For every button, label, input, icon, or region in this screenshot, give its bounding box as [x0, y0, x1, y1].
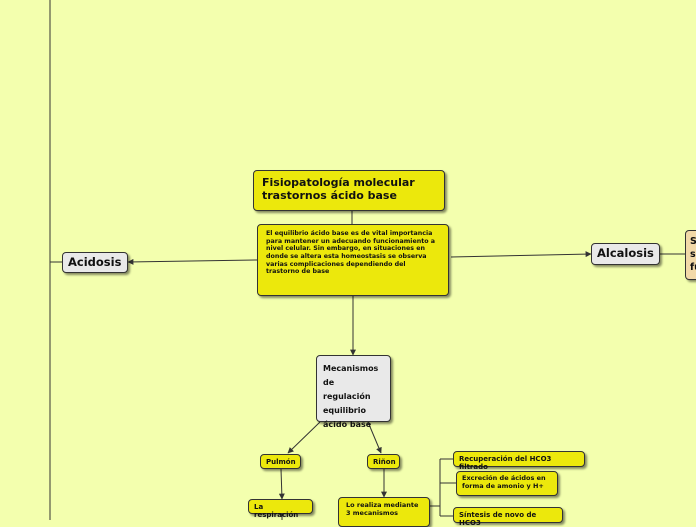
connector-pulmon-respiracion: [278, 468, 285, 500]
cut-off-node[interactable]: S s fu: [685, 230, 696, 280]
excrecion-node[interactable]: Excreción de ácidos en forma de amonio y…: [456, 471, 558, 496]
pulmon-node[interactable]: Pulmón: [260, 454, 301, 469]
respiracion-node[interactable]: La respiración: [248, 499, 313, 519]
alcalosis-node[interactable]: Alcalosis: [591, 243, 660, 265]
mecanismos-node[interactable]: Mecanismos de regulación equilibrio ácid…: [316, 355, 391, 429]
connector-mecanismos-rinon: [367, 421, 382, 454]
connector-intro-acidosis: [127, 258, 258, 265]
rinon-node[interactable]: Riñon: [367, 454, 400, 469]
tres-mecanismos-node[interactable]: Lo realiza mediante 3 mecanismos: [338, 497, 430, 527]
recuperacion-node[interactable]: Recuperación del HCO3 filtrado: [453, 451, 585, 471]
title-node[interactable]: Fisiopatología molecular trastornos ácid…: [253, 170, 445, 211]
acidosis-node[interactable]: Acidosis: [62, 252, 128, 273]
connector-mecanismos-pulmon: [287, 421, 321, 454]
connector-intro-alcalosis: [450, 251, 592, 258]
sintesis-node[interactable]: Síntesis de novo de HCO3: [453, 507, 563, 527]
intro-node[interactable]: El equilibrio ácido base es de vital imp…: [257, 224, 449, 296]
